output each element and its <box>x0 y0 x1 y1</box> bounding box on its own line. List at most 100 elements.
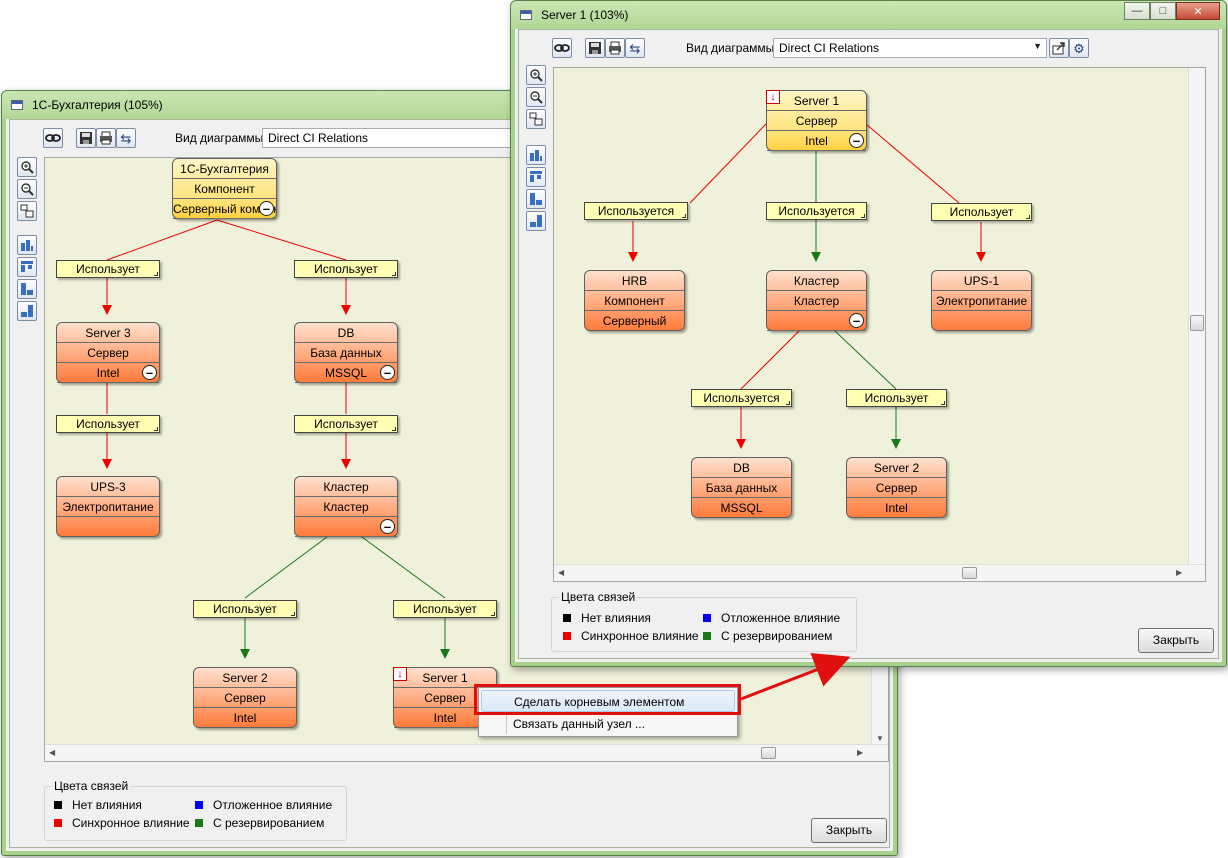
make-root-menu-item[interactable]: Сделать корневым элементом <box>481 690 735 712</box>
back-horizontal-scrollbar[interactable]: ◀ ▶ <box>45 744 888 761</box>
back-close-button[interactable]: Закрыть <box>811 818 887 843</box>
node-type: Компонент <box>585 291 684 311</box>
make-root-icon[interactable]: ↓ <box>393 667 407 681</box>
save-icon[interactable] <box>585 38 605 58</box>
node-subtype: Intel <box>394 708 496 728</box>
diagram-type-value: Direct CI Relations <box>779 41 880 55</box>
back-hscroll-thumb[interactable] <box>761 747 776 759</box>
node-server-2[interactable]: Server 2 Сервер Intel <box>193 667 297 728</box>
chevron-down-icon[interactable]: ▼ <box>1033 41 1042 51</box>
scroll-right-arrow-icon[interactable]: ▶ <box>1176 568 1183 577</box>
relation-label: Использует <box>56 415 160 433</box>
collapse-icon[interactable]: – <box>259 201 274 216</box>
link-chain-icon[interactable] <box>43 128 63 148</box>
export-icon[interactable] <box>1049 38 1069 58</box>
layout-left-right-icon[interactable] <box>17 279 37 299</box>
refresh-icon[interactable]: ⇆ <box>625 38 645 58</box>
scroll-left-arrow-icon[interactable]: ◀ <box>49 748 56 757</box>
diagram-type-select[interactable]: Direct CI Relations ▼ <box>773 38 1047 58</box>
node-subtype: Серверный компонент <box>173 199 276 219</box>
front-vscroll-thumb[interactable] <box>1190 315 1204 331</box>
zoom-in-icon[interactable] <box>17 157 37 177</box>
front-horizontal-scrollbar[interactable]: ◀ ▶ <box>554 564 1205 581</box>
zoom-in-icon[interactable] <box>526 65 546 85</box>
refresh-icon[interactable]: ⇆ <box>116 128 136 148</box>
node-name: Server 3 <box>57 323 159 343</box>
node-db[interactable]: DB База данных MSSQL <box>691 457 792 518</box>
scroll-down-arrow-icon[interactable]: ▼ <box>876 734 884 743</box>
legend-swatch <box>195 819 203 827</box>
node-type: База данных <box>692 478 791 498</box>
front-relation-lines <box>628 123 986 449</box>
collapse-icon[interactable]: – <box>849 133 864 148</box>
node-db[interactable]: DB База данных MSSQL – <box>294 322 398 383</box>
front-window-client: ⇆ Вид диаграммы Direct CI Relations ▼ ⚙ <box>518 29 1219 659</box>
collapse-icon[interactable]: – <box>849 313 864 328</box>
node-1c-buhgalteriya[interactable]: 1С-Бухгалтерия Компонент Серверный компо… <box>172 158 277 219</box>
fit-to-window-icon[interactable] <box>17 201 37 221</box>
front-window-title: Server 1 (103%) <box>541 8 629 22</box>
scroll-left-arrow-icon[interactable]: ◀ <box>558 568 565 577</box>
settings-icon[interactable]: ⚙ <box>1069 38 1089 58</box>
node-name: Кластер <box>767 271 866 291</box>
save-icon[interactable] <box>76 128 96 148</box>
node-server-2[interactable]: Server 2 Сервер Intel <box>846 457 947 518</box>
fit-to-window-icon[interactable] <box>526 109 546 129</box>
node-subtype: Intel <box>885 501 908 515</box>
node-server-3[interactable]: Server 3 Сервер Intel – <box>56 322 160 383</box>
node-hrb[interactable]: HRB Компонент Серверный <box>584 270 685 331</box>
legend-redundant: С резервированием <box>703 629 832 643</box>
front-window-titlebar[interactable]: Server 1 (103%) — □ ✕ <box>511 1 1226 29</box>
zoom-out-icon[interactable] <box>17 179 37 199</box>
node-type: Кластер <box>295 497 397 517</box>
back-window-title: 1С-Бухгалтерия (105%) <box>32 98 163 112</box>
node-cluster[interactable]: Кластер Кластер – <box>766 270 867 331</box>
node-type: Электропитание <box>932 291 1031 311</box>
node-type: Сервер <box>767 111 866 131</box>
layout-top-down-icon[interactable] <box>526 145 546 165</box>
node-subtype <box>57 517 159 537</box>
legend-label: С резервированием <box>721 629 833 643</box>
link-chain-icon[interactable] <box>552 38 572 58</box>
collapse-icon[interactable]: – <box>380 365 395 380</box>
layout-left-right-icon[interactable] <box>526 189 546 209</box>
node-ups-3[interactable]: UPS-3 Электропитание <box>56 476 160 537</box>
scroll-right-arrow-icon[interactable]: ▶ <box>857 748 864 757</box>
link-node-menu-item[interactable]: Связать данный узел ... <box>513 717 645 731</box>
diagram-type-value: Direct CI Relations <box>268 131 369 145</box>
relation-label: Использует <box>931 203 1032 221</box>
layout-bottom-up-icon[interactable] <box>526 167 546 187</box>
print-icon[interactable] <box>605 38 625 58</box>
collapse-icon[interactable]: – <box>142 365 157 380</box>
front-diagram-window: Server 1 (103%) — □ ✕ ⇆ Вид диаграммы Di… <box>510 0 1227 667</box>
node-type: Сервер <box>847 478 946 498</box>
node-name: Кластер <box>295 477 397 497</box>
legend-label: С резервированием <box>213 816 325 830</box>
layout-right-left-icon[interactable] <box>17 301 37 321</box>
node-server-1-root[interactable]: Server 1 Сервер Intel ↓ – <box>766 90 867 151</box>
print-icon[interactable] <box>96 128 116 148</box>
node-ups-1[interactable]: UPS-1 Электропитание <box>931 270 1032 331</box>
front-hscroll-thumb[interactable] <box>962 567 977 579</box>
relation-label: Используется <box>584 202 688 220</box>
diagram-type-select[interactable]: Direct CI Relations <box>262 128 522 148</box>
node-name: Server 1 <box>767 91 866 111</box>
minimize-icon[interactable]: — <box>1124 2 1150 20</box>
collapse-icon[interactable]: – <box>380 519 395 534</box>
layout-bottom-up-icon[interactable] <box>17 257 37 277</box>
node-cluster[interactable]: Кластер Кластер – <box>294 476 398 537</box>
legend-no-impact: Нет влияния <box>54 798 142 812</box>
layout-right-left-icon[interactable] <box>526 211 546 231</box>
layout-top-down-icon[interactable] <box>17 235 37 255</box>
maximize-icon[interactable]: □ <box>1150 2 1176 20</box>
node-subtype <box>932 311 1031 331</box>
front-close-button[interactable]: Закрыть <box>1138 628 1214 653</box>
zoom-out-icon[interactable] <box>526 87 546 107</box>
front-vertical-scrollbar[interactable] <box>1188 68 1205 566</box>
node-subtype <box>295 517 397 537</box>
legend-label: Нет влияния <box>72 798 142 812</box>
front-diagram-canvas[interactable]: Server 1 Сервер Intel ↓ – Используется И… <box>553 67 1206 582</box>
close-icon[interactable]: ✕ <box>1176 2 1220 20</box>
node-context-menu: Сделать корневым элементом Связать данны… <box>478 687 738 737</box>
node-name: Server 1 <box>394 668 496 688</box>
